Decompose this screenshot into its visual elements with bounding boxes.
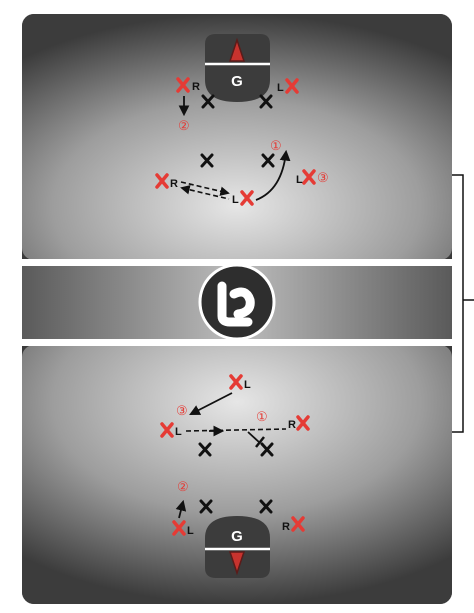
defender-marker: [198, 442, 212, 457]
pass-line: [185, 428, 287, 432]
step-one-label: ①: [256, 409, 268, 424]
attacker-marker: [285, 78, 299, 94]
screen-line: [247, 431, 261, 444]
step-two-label: ②: [177, 479, 189, 494]
pass-arrow: [189, 392, 233, 415]
label-left: L: [277, 82, 284, 94]
defender-marker: [259, 499, 273, 514]
defender-marker: [261, 153, 275, 168]
defender-marker: [260, 442, 274, 457]
attacker-marker: [172, 520, 186, 536]
center-logo: [198, 263, 276, 341]
attacker-marker-ball: [240, 190, 254, 206]
side-bracket: [452, 174, 474, 433]
attacker-marker: [155, 173, 169, 189]
attacker-marker: [302, 169, 316, 185]
label-left: L: [232, 194, 239, 206]
attacker-marker: [296, 415, 310, 431]
screen-bar: [255, 436, 265, 448]
label-left: L: [175, 426, 182, 438]
attacker-marker: [176, 77, 190, 93]
goalie-label-bottom: G: [231, 528, 243, 545]
label-right: R: [282, 521, 290, 533]
goal-crease-bottom: G: [205, 516, 270, 578]
cut-arrow: [175, 499, 187, 519]
label-right: R: [288, 419, 296, 431]
defender-marker: [201, 94, 215, 109]
dodge-arrow: [255, 149, 291, 201]
defender-marker: [199, 499, 213, 514]
field-surface: [22, 14, 452, 604]
step-two-label: ②: [178, 118, 190, 133]
pass-line: [180, 185, 230, 200]
defender-marker: [200, 153, 214, 168]
attacker-marker: [160, 422, 174, 438]
goal-crease-top: G: [205, 34, 270, 102]
label-left: L: [187, 525, 194, 537]
pass-line: [180, 181, 230, 196]
defender-marker: [259, 94, 273, 109]
label-right: R: [170, 178, 178, 190]
label-right: R: [192, 81, 200, 93]
goalie-label-top: G: [231, 73, 243, 90]
label-left: L: [296, 174, 303, 186]
step-one-label: ①: [270, 138, 282, 153]
attacker-marker: [291, 516, 305, 532]
label-left: L: [244, 379, 251, 391]
attacker-marker-ball: [229, 374, 243, 390]
step-three-label: ③: [317, 170, 329, 185]
step-three-label: ③: [176, 403, 188, 418]
